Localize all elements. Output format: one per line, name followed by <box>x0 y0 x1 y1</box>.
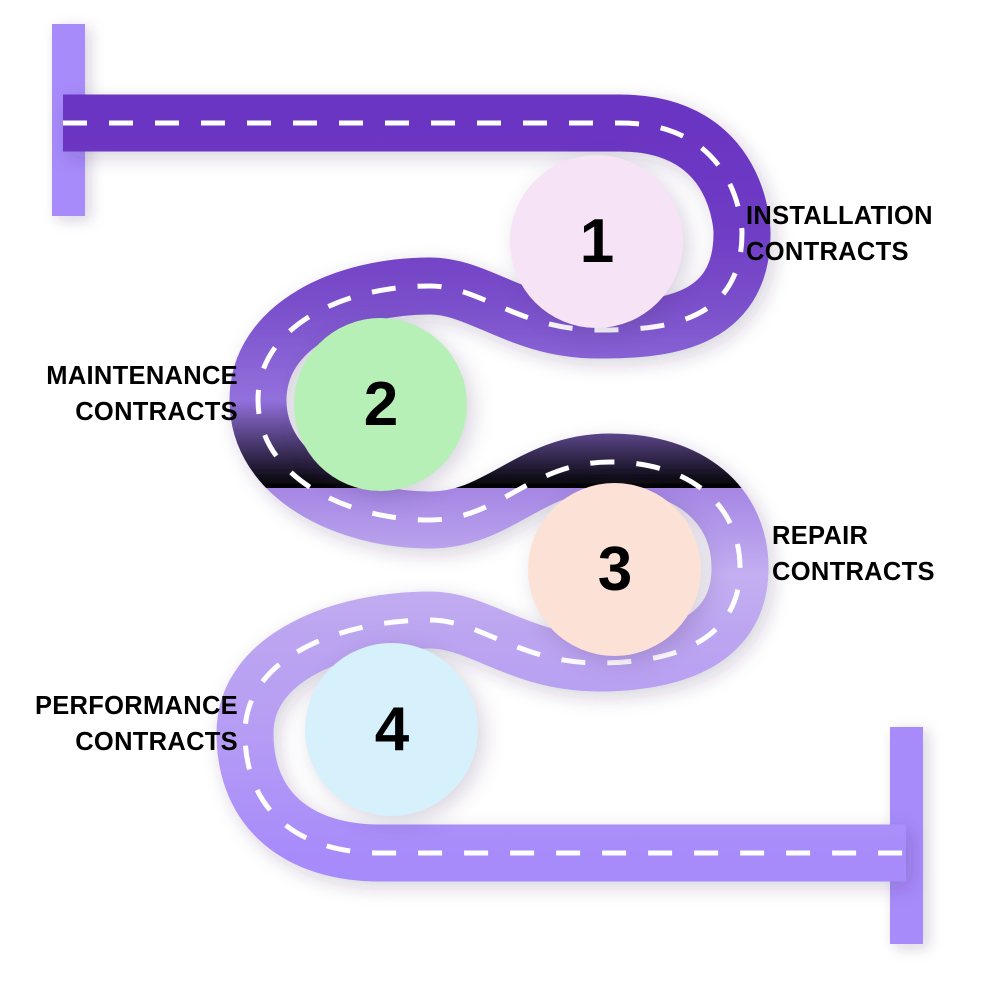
step-label-4: PERFORMANCE CONTRACTS <box>34 692 238 757</box>
step-number-1: 1 <box>579 206 614 276</box>
step-circle-3[interactable]: 3 <box>528 483 701 656</box>
step-number-4: 4 <box>374 694 409 764</box>
step-label-2: MAINTENANCE CONTRACTS <box>46 362 238 427</box>
step-number-2: 2 <box>363 369 398 439</box>
step-circle-2[interactable]: 2 <box>294 318 467 491</box>
road <box>63 94 906 882</box>
step-label-3: REPAIR CONTRACTS <box>772 522 935 587</box>
step-number-3: 3 <box>597 534 632 604</box>
step-circle-4[interactable]: 4 <box>305 643 478 816</box>
step-circle-1[interactable]: 1 <box>510 155 683 328</box>
road-center-dashes <box>63 120 906 856</box>
step-label-1: INSTALLATION CONTRACTS <box>746 202 933 267</box>
